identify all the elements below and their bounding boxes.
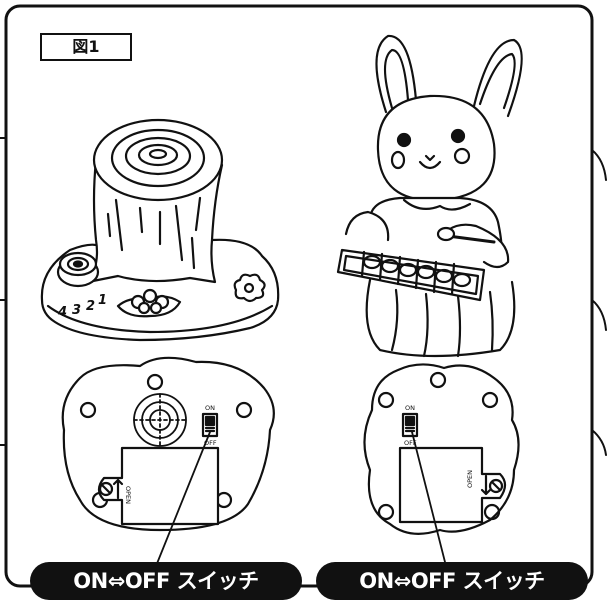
xylophone <box>336 248 486 302</box>
rabbit-left-eye <box>396 132 412 148</box>
screw-hole <box>481 391 499 409</box>
switch-off-label: OFF <box>404 439 417 447</box>
berry-cluster <box>116 288 182 318</box>
power-switch[interactable] <box>201 412 219 438</box>
stump-number-2: 2 <box>86 299 95 314</box>
switch-on-label: ON <box>205 404 215 412</box>
battery-cover[interactable] <box>398 446 507 524</box>
switch-callout-left: ON⇔OFF スイッチ <box>30 562 302 600</box>
screw-hole <box>429 371 447 389</box>
battery-open-label: OPEN <box>124 486 132 504</box>
speaker-grille <box>133 393 187 447</box>
rabbit-right-eye <box>450 128 466 144</box>
stump-base-underside: ON OFF OPEN <box>61 356 275 567</box>
rabbit-base-underside: ON OFF OPEN <box>363 363 520 567</box>
rabbit-xylophone-toy <box>336 34 523 358</box>
screw-hole <box>235 401 253 419</box>
switch-leader-line <box>411 431 447 567</box>
flower-button <box>233 273 266 303</box>
switch-off-label: OFF <box>204 439 217 447</box>
screw-hole <box>483 503 501 521</box>
stump-number-4: 4 <box>57 305 67 320</box>
power-switch[interactable] <box>401 412 419 438</box>
figure-label: 図1 <box>40 33 132 61</box>
screw-hole <box>377 503 395 521</box>
switch-callout-right: ON⇔OFF スイッチ <box>316 562 588 600</box>
stump-number-3: 3 <box>72 303 81 318</box>
switch-on-label: ON <box>405 404 415 412</box>
stump-number-1: 1 <box>98 293 107 308</box>
screw-hole <box>79 401 97 419</box>
battery-cover[interactable] <box>97 446 220 526</box>
screw-hole <box>377 391 395 409</box>
tree-stump-toy: 4 3 2 1 <box>40 118 280 342</box>
screw-hole <box>146 373 164 391</box>
frame-side-tabs <box>0 137 607 456</box>
switch-leader-line <box>155 431 211 567</box>
battery-open-label: OPEN <box>466 470 474 488</box>
